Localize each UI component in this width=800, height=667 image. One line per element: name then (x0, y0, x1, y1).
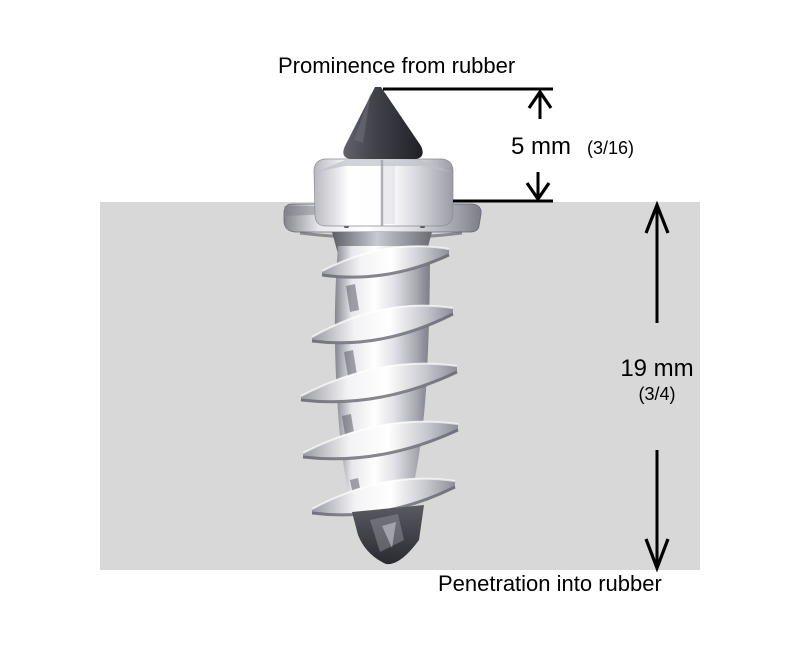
prominence-value: 5 mm (511, 133, 571, 160)
penetration-value: 19 mm (620, 355, 694, 382)
thread-blade (303, 421, 458, 460)
thread-blade (322, 245, 449, 279)
stud-hex-head (313, 158, 454, 227)
penetration-arrow-down (644, 450, 670, 573)
prominence-fraction: (3/16) (587, 138, 635, 158)
thread-blade (312, 305, 453, 344)
prominence-dimension: 5 mm (3/16) (511, 133, 634, 161)
dimension-annotations (383, 87, 670, 573)
thread-blades (300, 245, 459, 517)
screw-tip (352, 505, 424, 565)
prominence-label: Prominence from rubber (278, 53, 516, 78)
carbide-tip (343, 87, 423, 159)
penetration-label: Penetration into rubber (438, 571, 662, 596)
thread-blade (312, 478, 455, 516)
penetration-fraction: (3/4) (638, 384, 676, 404)
penetration-arrow-up (644, 200, 670, 323)
thread-blade (301, 363, 457, 403)
screw-stud (283, 87, 482, 565)
prominence-arrow-down (525, 172, 551, 202)
prominence-arrow-up (527, 89, 553, 119)
